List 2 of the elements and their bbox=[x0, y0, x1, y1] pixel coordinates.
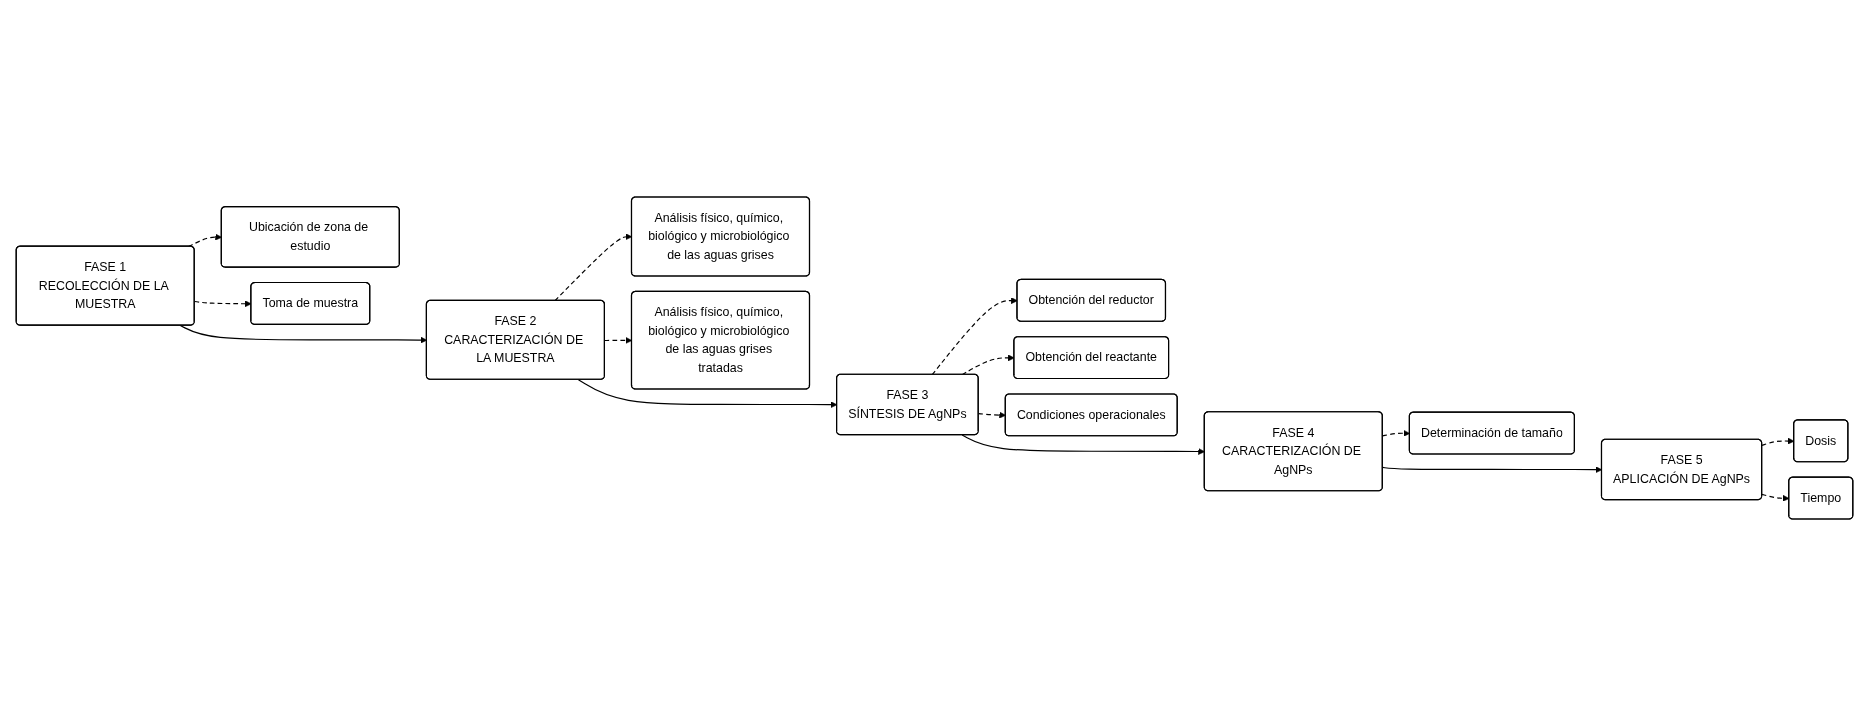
arrow bbox=[961, 433, 1205, 455]
arrow bbox=[978, 411, 1006, 418]
